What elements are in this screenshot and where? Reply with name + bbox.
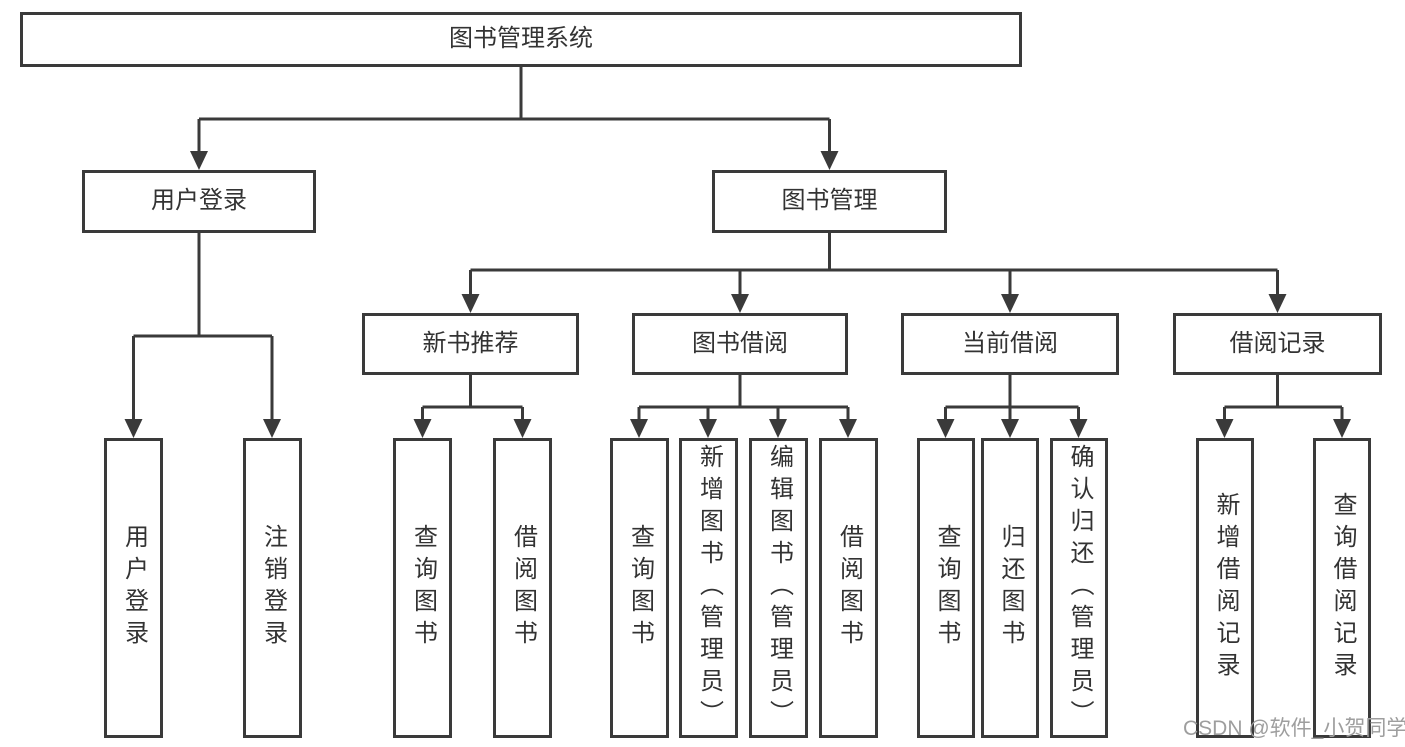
connector-line: [469, 233, 1279, 295]
arrowhead: [1333, 419, 1351, 438]
connector-user-login: [124, 233, 281, 438]
leaf-label: 注销登录: [259, 524, 287, 652]
leaf-query-books-2: 查询图书: [610, 438, 669, 738]
watermark: CSDN @软件_小贺同学: [1183, 717, 1405, 740]
arrowhead: [731, 294, 749, 313]
node-label: 图书管理: [781, 187, 878, 215]
connector-line: [421, 375, 524, 420]
node-label: 当前借阅: [962, 329, 1058, 357]
connector-line: [944, 375, 1080, 420]
leaf-edit-book-admin: 编辑图书（管理员）: [749, 438, 808, 738]
arrowhead: [1215, 419, 1234, 438]
leaf-label: 查询图书: [626, 524, 654, 652]
arrowhead: [630, 419, 648, 438]
leaf-label: 借阅图书: [509, 524, 537, 652]
leaf-query-borrow-record: 查询借阅记录: [1313, 438, 1371, 738]
node-book-borrow: 图书借阅: [632, 313, 848, 375]
connector-line: [197, 67, 831, 152]
leaf-label: 编辑图书（管理员）: [765, 444, 793, 732]
node-book-management: 图书管理: [712, 170, 947, 233]
arrowhead: [699, 419, 717, 438]
leaf-logout: 注销登录: [243, 438, 302, 738]
leaf-label: 查询图书: [933, 524, 960, 652]
connector-line: [132, 233, 274, 420]
arrowhead: [513, 419, 532, 438]
leaf-label: 新增借阅记录: [1212, 492, 1239, 684]
leaf-label: 查询借阅记录: [1329, 492, 1356, 684]
leaf-confirm-return-admin: 确认归还（管理员）: [1050, 438, 1108, 738]
arrowhead: [124, 419, 143, 438]
connector-root: [190, 67, 839, 170]
leaf-query-books-3: 查询图书: [917, 438, 975, 738]
node-root: 图书管理系统: [20, 12, 1022, 67]
leaf-label: 确认归还（管理员）: [1066, 444, 1093, 732]
leaf-borrow-books-2: 借阅图书: [819, 438, 878, 738]
arrowhead: [936, 419, 955, 438]
arrowhead: [461, 294, 480, 313]
connector-new-book-recommend: [413, 375, 532, 438]
arrowhead: [1268, 294, 1287, 313]
connector-current-borrow: [936, 375, 1088, 438]
connector-borrow-records: [1215, 375, 1351, 438]
node-label: 图书借阅: [692, 329, 788, 357]
node-label: 图书管理系统: [449, 25, 593, 53]
node-borrow-records: 借阅记录: [1173, 313, 1382, 375]
node-user-login: 用户登录: [82, 170, 316, 233]
arrowhead: [769, 419, 787, 438]
leaf-label: 查询图书: [409, 524, 437, 652]
arrowhead: [190, 151, 208, 170]
arrowhead: [1001, 419, 1019, 438]
leaf-label: 借阅图书: [835, 524, 863, 652]
arrowhead: [820, 151, 839, 170]
connector-line: [1223, 375, 1344, 420]
leaf-query-books-1: 查询图书: [393, 438, 452, 738]
leaf-add-borrow-record: 新增借阅记录: [1196, 438, 1254, 738]
arrowhead: [413, 419, 432, 438]
leaf-label: 新增图书（管理员）: [695, 444, 723, 732]
leaf-return-books: 归还图书: [981, 438, 1039, 738]
node-new-book-recommend: 新书推荐: [362, 313, 579, 375]
connector-book-borrow: [630, 375, 857, 438]
arrowhead: [1069, 419, 1088, 438]
arrowhead: [263, 419, 281, 438]
node-label: 用户登录: [151, 187, 247, 215]
leaf-borrow-books-1: 借阅图书: [493, 438, 552, 738]
leaf-label: 归还图书: [997, 524, 1024, 652]
leaf-user-login: 用户登录: [104, 438, 163, 738]
node-current-borrow: 当前借阅: [901, 313, 1119, 375]
node-label: 新书推荐: [422, 329, 519, 357]
arrowhead: [1001, 294, 1019, 313]
leaf-label: 用户登录: [120, 524, 148, 652]
connector-book-management: [461, 233, 1287, 313]
leaf-add-book-admin: 新增图书（管理员）: [679, 438, 738, 738]
arrowhead: [839, 419, 857, 438]
connector-line: [637, 375, 850, 420]
node-label: 借阅记录: [1229, 329, 1326, 357]
